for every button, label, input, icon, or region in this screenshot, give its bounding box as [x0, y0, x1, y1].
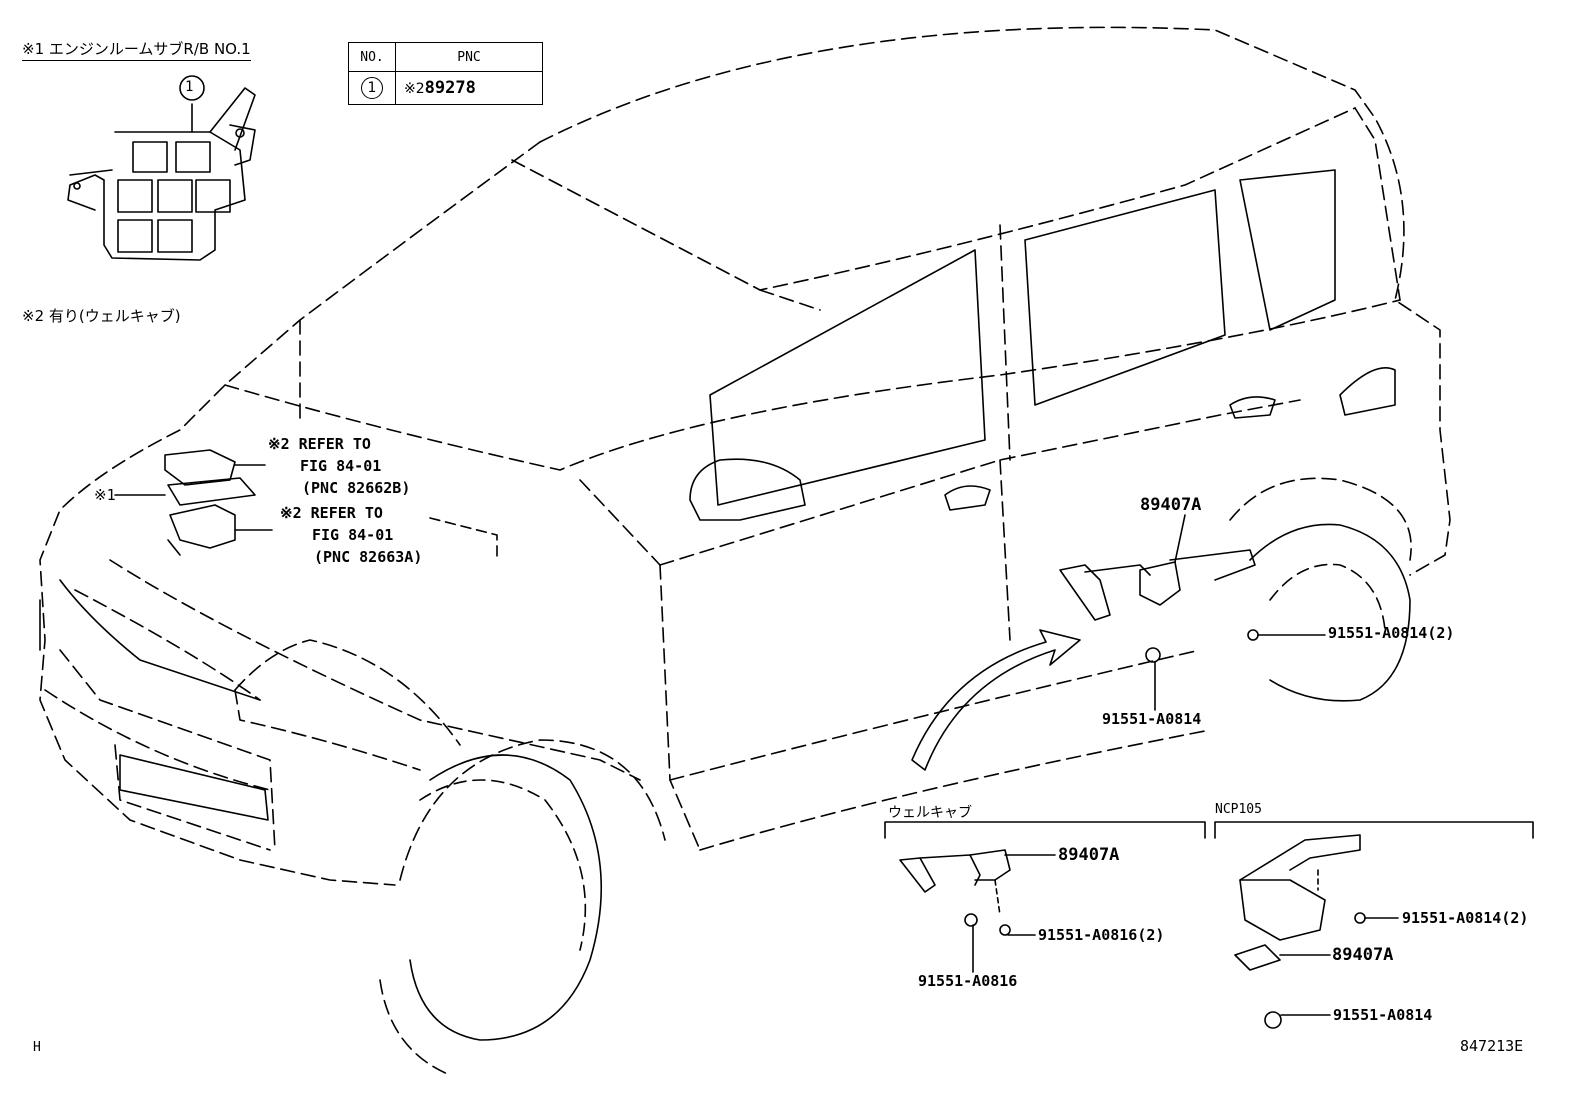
welcab-sensor: [899, 849, 1011, 936]
main-bolt-bottom-part-number: 91551-A0814: [1102, 710, 1202, 728]
footer-illustration-number: 847213E: [1460, 1037, 1524, 1055]
pnc-table-header-no: NO.: [348, 42, 396, 72]
refer-2-line-c: (PNC 82663A): [314, 548, 423, 566]
ncp105-bolt-top-part-number: 91551-A0814(2): [1402, 909, 1529, 927]
main-bolt-right-part-number: 91551-A0814(2): [1328, 624, 1455, 642]
refer-2-line-a: ※2 REFER TO: [280, 504, 383, 522]
refer-1-line-b: FIG 84-01: [300, 457, 382, 475]
ncp105-section-title: NCP105: [1215, 802, 1262, 817]
car-body-outline: [39, 26, 1451, 1076]
footer-left-code: H: [33, 1040, 41, 1055]
pnc-table-row-pnc: ※289278: [395, 71, 543, 105]
inset-callout-number: 1: [185, 79, 194, 95]
relay-block-drawing: [67, 87, 256, 261]
pnc-table: NO. PNC 1 ※289278: [348, 42, 543, 105]
windows: [709, 169, 1396, 506]
welcab-bolt-bottom-part-number: 91551-A0816: [918, 972, 1018, 990]
direction-arrow: [911, 629, 1081, 771]
inset-callout-circle: [179, 75, 205, 101]
note-2-label: ※2 有り(ウェルキャブ): [22, 307, 181, 325]
pnc-table-header-pnc: PNC: [395, 42, 543, 72]
welcab-section-title: ウェルキャブ: [888, 805, 972, 821]
ncp105-bolt-bottom-part-number: 91551-A0814: [1333, 1006, 1433, 1024]
front-wheel: [409, 754, 603, 1041]
main-sensor-part-number: 89407A: [1140, 495, 1202, 515]
refer-2-line-b: FIG 84-01: [312, 526, 394, 544]
ncp105-sensor-part-number: 89407A: [1332, 945, 1394, 965]
refer-1-line-a: ※2 REFER TO: [268, 435, 371, 453]
front-grille: [39, 579, 269, 821]
welcab-bolt-right-part-number: 91551-A0816(2): [1038, 926, 1165, 944]
rear-wheel: [1249, 523, 1411, 702]
ncp105-sensor: [1234, 834, 1366, 1029]
mirror-handles: [689, 396, 1276, 521]
refer-1-line-c: (PNC 82662B): [302, 479, 411, 497]
main-height-sensor: [1059, 549, 1259, 663]
welcab-sensor-part-number: 89407A: [1058, 845, 1120, 865]
pnc-table-row-no: 1: [348, 71, 396, 105]
note-1-label: ※1 エンジンルームサブR/B NO.1: [22, 38, 251, 61]
engine-room-parts: [164, 449, 256, 556]
mark-1-callout: ※1: [94, 486, 116, 504]
